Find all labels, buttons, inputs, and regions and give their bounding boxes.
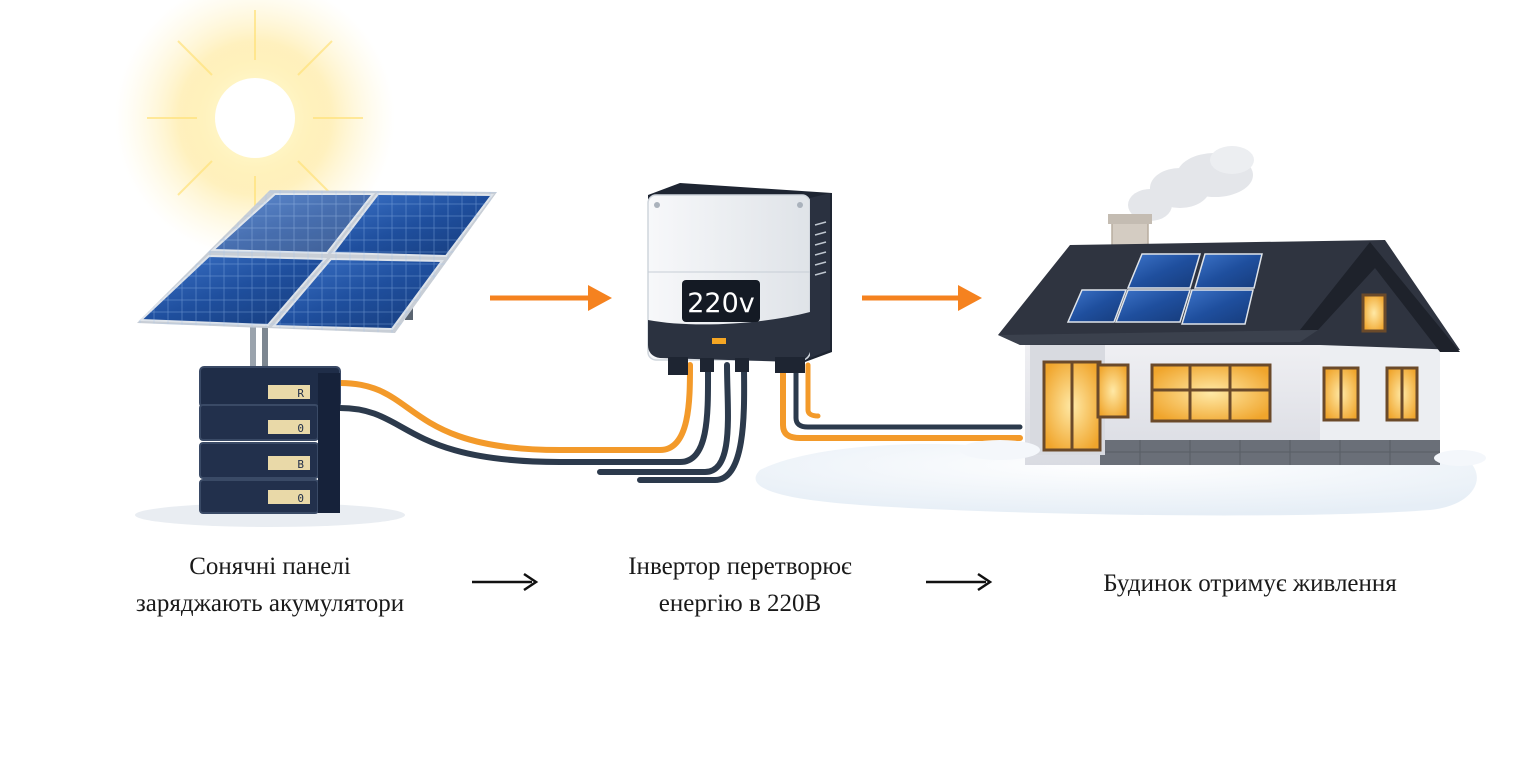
inverter-voltage-readout: 220v bbox=[687, 288, 755, 319]
house-windows bbox=[1042, 293, 1419, 452]
caption-solar-panels-line-1: Сонячні панелі bbox=[189, 553, 351, 580]
caption-house: Будинок отримує живлення bbox=[1030, 565, 1470, 602]
chimney-smoke bbox=[1128, 146, 1254, 221]
roof-solar-panels bbox=[1066, 253, 1263, 325]
caption-inverter-line-2: енергію в 220В bbox=[658, 590, 822, 617]
battery-stack: R 0 B 0 bbox=[135, 366, 405, 527]
step-arrow-2 bbox=[926, 572, 993, 592]
caption-solar-panels-line-2: заряджають акумулятори bbox=[135, 590, 405, 617]
flow-arrow-2 bbox=[862, 285, 982, 311]
house bbox=[960, 146, 1486, 466]
svg-text:R: R bbox=[297, 387, 304, 400]
svg-text:0: 0 bbox=[297, 492, 304, 505]
inverter: 220v bbox=[647, 183, 832, 375]
svg-text:B: B bbox=[297, 458, 304, 471]
caption-inverter: Інвертор перетворює енергію в 220В bbox=[560, 548, 920, 622]
svg-text:0: 0 bbox=[297, 422, 304, 435]
caption-solar-panels: Сонячні панелі заряджають акумулятори bbox=[80, 548, 460, 622]
caption-house-line-1: Будинок отримує живлення bbox=[1103, 570, 1397, 597]
flow-arrow-1 bbox=[490, 285, 612, 311]
solar-panel-array bbox=[137, 190, 497, 375]
step-arrow-1 bbox=[472, 572, 539, 592]
battery-module-label: R 0 B 0 bbox=[268, 385, 310, 505]
caption-inverter-line-1: Інвертор перетворює bbox=[628, 553, 852, 580]
inverter-display bbox=[682, 280, 760, 322]
cables bbox=[337, 362, 1023, 483]
